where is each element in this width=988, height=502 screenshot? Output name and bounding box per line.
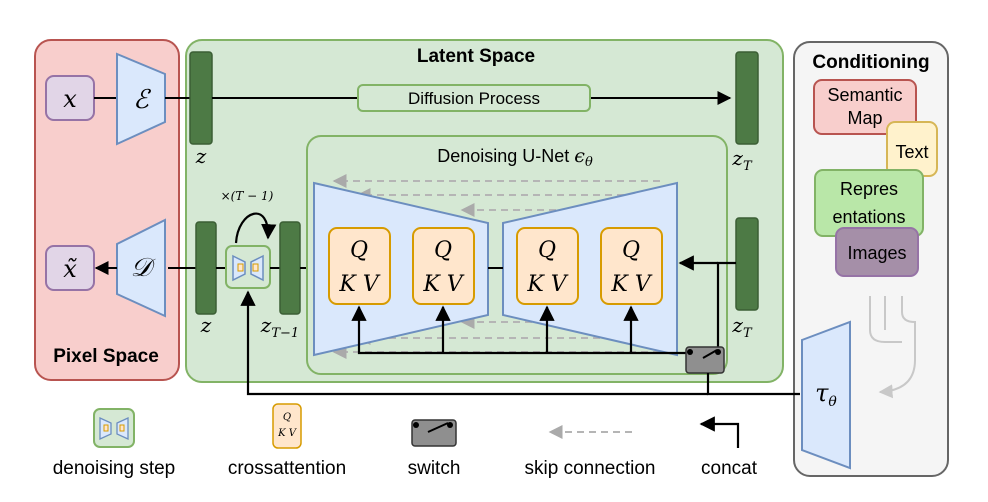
crossattention-block-3-kv: K V	[526, 272, 568, 297]
crossattention-block-1-box	[328, 227, 391, 305]
latent-z-block-top	[189, 51, 213, 145]
latent-space-title: Latent Space	[417, 46, 535, 67]
conditioning-title: Conditioning	[812, 52, 929, 73]
legend-switch: switch	[408, 419, 461, 479]
zT1-sub: T−1	[271, 326, 299, 341]
zT1-label: zT−1	[260, 313, 299, 341]
legend-denoising-step: denoising step	[53, 408, 176, 479]
legend-denoising-step-label: denoising step	[53, 458, 176, 479]
crossattention-block-1: Q K V	[328, 227, 391, 305]
legend-denoising-attn-right	[119, 424, 125, 432]
z-bottom-label: z	[200, 313, 212, 337]
unet-title-text: Denoising U-Net	[437, 146, 574, 166]
zT-top-z: z	[731, 146, 743, 170]
diffusion-process-label: Diffusion Process	[408, 89, 540, 108]
legend-switch-lever	[427, 422, 449, 433]
crossattention-block-1-q: Q	[350, 238, 368, 263]
output-x-tilde-symbol: x̃	[63, 255, 77, 283]
tau-symbol: τ	[815, 379, 829, 407]
switch-dot-left	[687, 349, 693, 355]
legend-concat: concat	[699, 416, 758, 479]
input-x-symbol: x	[63, 85, 77, 113]
legend-crossattention: Q K V crossattention	[228, 403, 346, 479]
representations-label-line2: entations	[832, 207, 905, 227]
latent-zT-block-top	[735, 51, 759, 145]
zT-bottom-z: z	[731, 313, 743, 337]
zT-top-sub: T	[743, 159, 753, 174]
switch-lever	[702, 349, 718, 359]
unet-epsilon-sub: θ	[585, 155, 593, 170]
semantic-map-box	[813, 79, 917, 135]
crossattention-block-4: Q K V	[600, 227, 663, 305]
unet-epsilon: ϵ	[574, 145, 585, 167]
loop-count-label: ×(T − 1)	[221, 189, 274, 203]
latent-zT1-block	[279, 221, 301, 315]
images-box	[835, 227, 919, 277]
loop-arrow	[234, 212, 277, 244]
zT-bottom-label: zT	[731, 313, 753, 341]
tau-to-step-arrow	[240, 290, 708, 396]
unet-title: Denoising U-Net ϵθ	[437, 145, 593, 170]
legend-skip-connection: skip connection	[525, 425, 656, 479]
crossattention-block-2-box	[412, 227, 475, 305]
legend-crossattention-box	[272, 403, 302, 449]
crossattention-block-3-box	[516, 227, 579, 305]
legend-switch-body	[411, 419, 457, 447]
representations-label-line1: Repres	[840, 179, 898, 199]
tau-encoder-trapezoid	[801, 320, 851, 470]
legend-crossattention-q: Q	[283, 412, 291, 423]
crossattention-block-4-q: Q	[622, 238, 640, 263]
crossattention-block-3: Q K V	[516, 227, 579, 305]
encoder-trapezoid	[116, 52, 166, 146]
crossattention-block-2: Q K V	[412, 227, 475, 305]
semantic-map-label-line2: Map	[847, 108, 882, 128]
switch-body	[685, 346, 725, 374]
legend-denoising-attn-left	[103, 424, 109, 432]
pixel-space-title: Pixel Space	[53, 346, 159, 367]
crossattention-block-2-q: Q	[434, 238, 452, 263]
crossattention-block-4-kv: K V	[610, 272, 652, 297]
z-top-label: z	[195, 144, 207, 168]
merge-line-1	[869, 296, 902, 343]
encoder-symbol: ℰ	[133, 85, 151, 115]
legend-concat-arrow	[699, 416, 740, 448]
crossattention-block-1-kv: K V	[338, 272, 380, 297]
legend-concat-label: concat	[701, 458, 758, 479]
images-label: Images	[847, 243, 906, 263]
latent-z-block-bottom	[195, 221, 217, 315]
semantic-map-label-line1: Semantic	[827, 85, 902, 105]
merge-arrow	[878, 340, 916, 399]
latent-zT-block-bottom	[735, 217, 759, 311]
zT1-z: z	[260, 313, 272, 337]
denoising-step-attn-icon-right	[252, 263, 259, 272]
denoising-step-attn-icon-left	[237, 263, 244, 272]
conditioning-to-attn-1	[351, 305, 703, 355]
tau-label: τθ	[815, 379, 837, 410]
switch-icon	[685, 346, 725, 374]
text-label: Text	[895, 142, 928, 162]
legend-crossattention-label: crossattention	[228, 458, 346, 479]
crossattention-block-4-box	[600, 227, 663, 305]
zT-bottom-sub: T	[743, 326, 753, 341]
tau-sub: θ	[828, 394, 837, 410]
conditioning-merge-lines	[869, 296, 916, 399]
legend-switch-label: switch	[408, 458, 461, 479]
legend-switch-dot-right	[447, 422, 453, 428]
zT-top-label: zT	[731, 146, 753, 174]
diffusion-process-box	[357, 84, 591, 112]
crossattention-block-3-q: Q	[538, 238, 556, 263]
legend-switch-dot-left	[413, 422, 419, 428]
legend: denoising step Q K V crossattention swit…	[53, 403, 758, 479]
decoder-trapezoid	[116, 218, 166, 318]
output-x-tilde-box	[45, 245, 95, 291]
merge-line-3	[901, 296, 916, 340]
legend-crossattention-kv: K V	[277, 428, 298, 439]
crossattention-block-2-kv: K V	[422, 272, 464, 297]
legend-skip-connection-label: skip connection	[525, 458, 656, 479]
